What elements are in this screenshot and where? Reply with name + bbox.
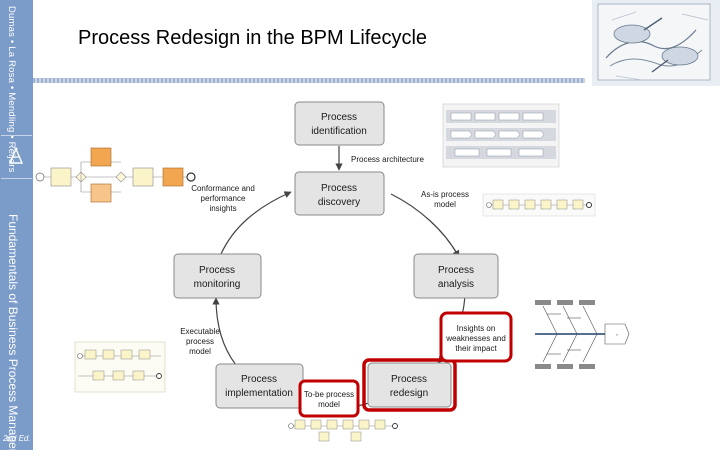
svg-text:model: model — [318, 400, 340, 409]
phase-label-line1: Process — [321, 112, 357, 123]
svg-text:To-be process: To-be process — [304, 390, 354, 399]
svg-text:Insights on: Insights on — [457, 324, 496, 333]
conformance-insights-label: Conformance and performance insights — [191, 184, 255, 213]
executable-model-label: Executable process model — [180, 327, 220, 356]
as-is-model-thumbnail — [482, 193, 596, 217]
phase-analysis: Process analysis — [413, 253, 499, 299]
phase-identification: Process identification — [294, 101, 385, 146]
phase-label-line2: discovery — [318, 197, 360, 208]
sidebar-divider — [1, 178, 32, 179]
to-be-model-thumbnail — [288, 419, 398, 442]
edition-label: 2nd Ed. — [3, 434, 31, 443]
svg-text:As-is process: As-is process — [421, 190, 469, 199]
phase-discovery: Process discovery — [294, 171, 385, 216]
phase-label-line2: identification — [311, 126, 367, 137]
fishbone-thumbnail: ≈ — [535, 300, 630, 369]
monitoring-model-thumbnail — [35, 147, 196, 203]
phase-label-line2: redesign — [390, 388, 428, 399]
svg-text:≈: ≈ — [616, 332, 619, 337]
phase-monitoring: Process monitoring — [173, 253, 262, 299]
svg-text:model: model — [434, 200, 456, 209]
phase-label-line2: monitoring — [194, 279, 241, 290]
phase-label-line1: Process — [241, 374, 277, 385]
phase-label-line1: Process — [438, 265, 474, 276]
phase-label-line1: Process — [391, 374, 427, 385]
process-architecture-thumbnail — [442, 103, 560, 168]
svg-text:their impact: their impact — [455, 344, 497, 353]
book-sidebar: Dumas • La Rosa • Mendling • Reijers Fun… — [0, 0, 33, 475]
svg-text:performance: performance — [201, 194, 246, 203]
bpm-lifecycle-diagram: Process identification Process discovery… — [35, 101, 630, 442]
authors-label: Dumas • La Rosa • Mendling • Reijers — [6, 6, 17, 173]
process-architecture-label: Process architecture — [351, 155, 424, 164]
cycle-arrow-monitoring-discovery — [220, 191, 292, 255]
phase-label-line2: analysis — [438, 279, 474, 290]
book-title-label: Fundamentals of Business Process Managem… — [6, 214, 20, 475]
as-is-model-label: As-is process model — [421, 190, 469, 209]
cycle-arrow-discovery-analysis — [390, 193, 460, 258]
insights-highlight-box: Insights on weaknesses and their impact — [439, 311, 513, 363]
redesign-highlight — [362, 358, 457, 412]
svg-text:Conformance and: Conformance and — [191, 184, 255, 193]
phase-label-line1: Process — [321, 183, 357, 194]
drawing-hands-image — [592, 0, 720, 86]
sidebar-divider — [1, 135, 32, 136]
svg-text:process: process — [186, 337, 214, 346]
executable-model-thumbnail — [74, 341, 166, 393]
phase-implementation: Process implementation — [215, 363, 304, 409]
phase-label-line1: Process — [199, 265, 235, 276]
cycle-arrow-implementation-monitoring — [212, 297, 237, 366]
svg-text:weaknesses and: weaknesses and — [445, 334, 506, 343]
svg-text:insights: insights — [209, 204, 236, 213]
phase-label-line2: implementation — [225, 388, 293, 399]
svg-text:Executable: Executable — [180, 327, 220, 336]
to-be-model-highlight-box: To-be process model — [298, 379, 360, 418]
svg-text:model: model — [189, 347, 211, 356]
header-divider — [33, 78, 585, 83]
publisher-logo-icon — [8, 147, 24, 164]
page-title: Process Redesign in the BPM Lifecycle — [78, 27, 428, 49]
phase-redesign: Process redesign — [367, 362, 452, 408]
